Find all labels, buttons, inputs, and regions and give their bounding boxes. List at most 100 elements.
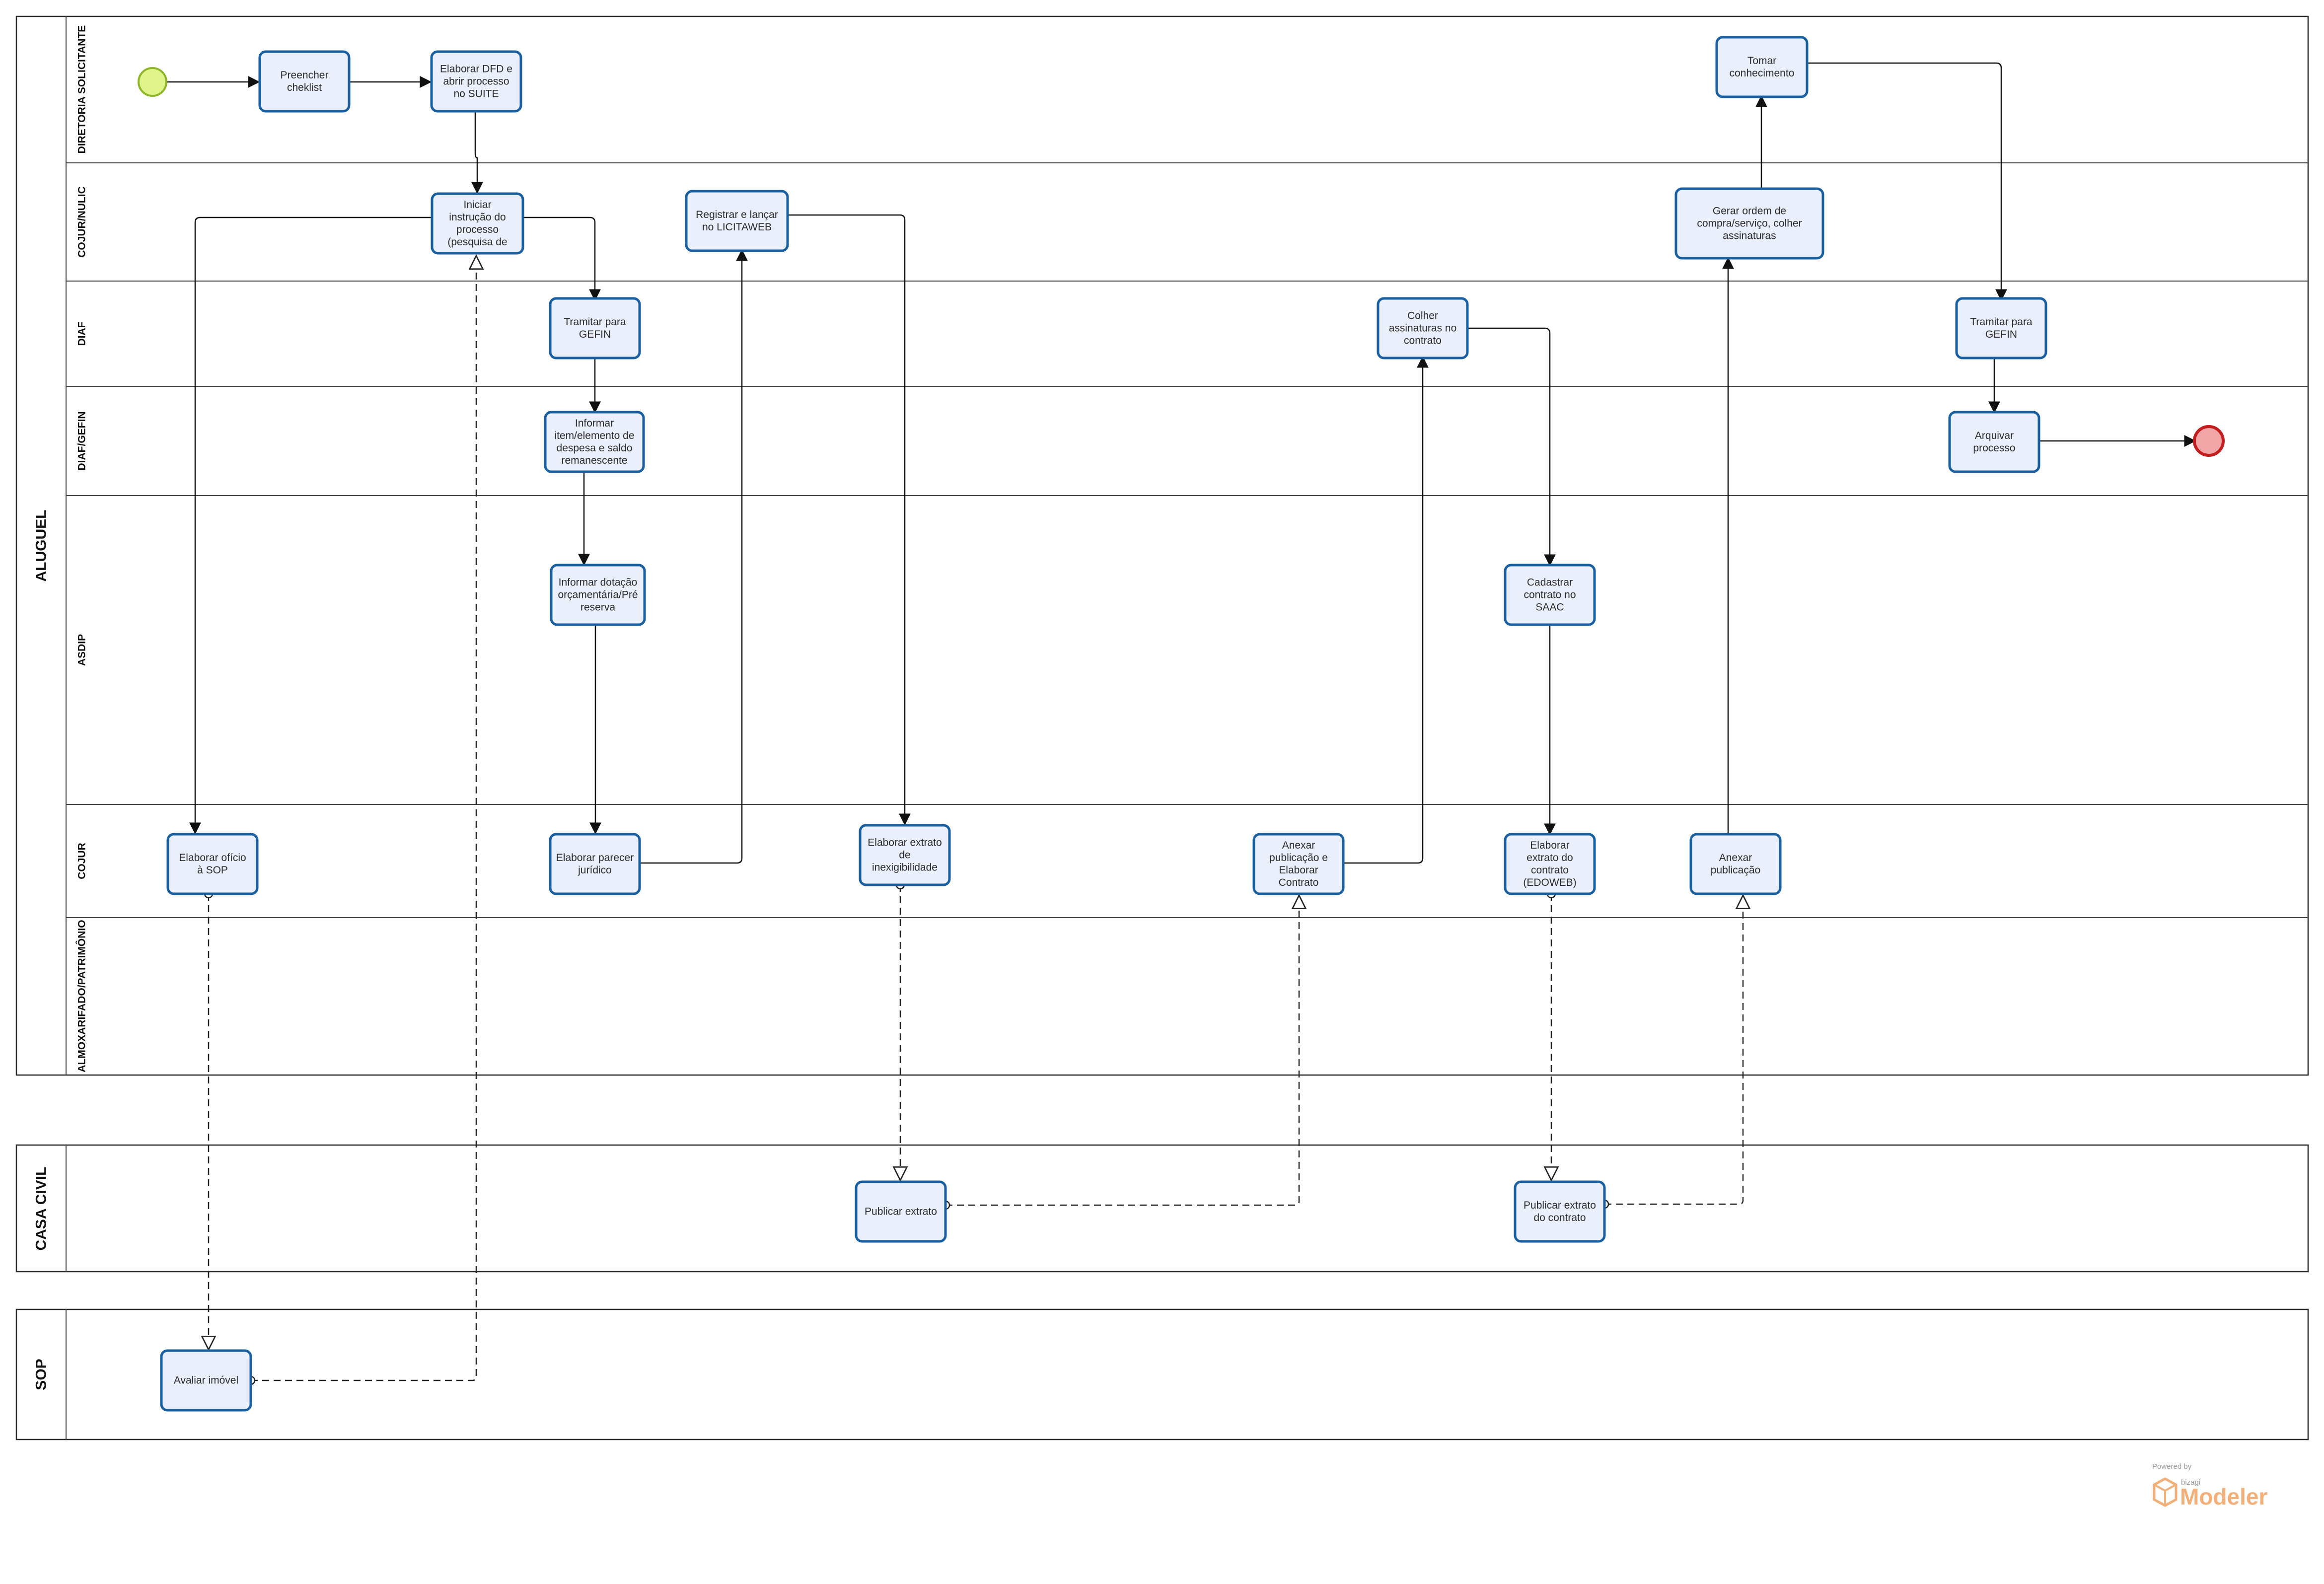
task-label-line: reserva — [581, 602, 615, 613]
task-label-line: assinaturas — [1723, 230, 1776, 242]
task-label-line: extrato do — [1526, 852, 1573, 864]
task-label-line: Publicar extrato — [1524, 1200, 1596, 1211]
message-flows — [205, 256, 1743, 1385]
task-label-line: Arquivar — [1975, 430, 2014, 441]
task-label-line: Gerar ordem de — [1713, 206, 1786, 217]
end-event[interactable] — [2193, 425, 2225, 457]
lane-label-cojur: COJUR — [76, 843, 88, 879]
task-label-line: Registrar e lançar — [696, 209, 778, 220]
watermark-powered-by: Powered by — [2152, 1462, 2192, 1471]
task-label-line: despesa e saldo — [557, 442, 633, 454]
task-label-line: processo — [1973, 442, 2015, 454]
pool-label-sop: SOP — [33, 1359, 50, 1390]
sequence-flows — [167, 62, 2196, 864]
task-label-line: à SOP — [197, 864, 228, 876]
lane-label-asdip: ASDIP — [76, 634, 88, 666]
task-label-line: Iniciar — [463, 199, 491, 211]
task-avaliar-imovel[interactable]: Avaliar imóvel — [160, 1349, 252, 1412]
task-label-line: processo — [456, 224, 499, 235]
task-label-line: SAAC — [1535, 602, 1564, 613]
lane-label-diaf-gefin: DIAF/GEFIN — [76, 412, 88, 471]
bizagi-logo-icon — [2153, 1477, 2178, 1507]
lane-label-cojur-nulic: COJUR/NULIC — [76, 186, 88, 258]
flow-parecer-to-registrar — [640, 249, 748, 864]
task-label-line: contrato — [1531, 864, 1569, 876]
task-label-line: publicação e — [1269, 852, 1328, 864]
flow-elaborar-dfd-to-iniciar — [471, 111, 483, 194]
lane-labels: DIRETORIA SOLICITANTE COJUR/NULIC DIAF D… — [76, 25, 88, 1073]
start-event[interactable] — [138, 67, 167, 97]
task-publicar-extrato[interactable]: Publicar extrato — [855, 1180, 947, 1243]
task-label-line: no LICITAWEB — [702, 221, 772, 233]
watermark-brand-small: bizagi — [2181, 1478, 2200, 1487]
pool-casa-civil: CASA CIVIL — [15, 1144, 2309, 1273]
task-label-line: contrato — [1404, 335, 1442, 347]
task-label-line: cheklist — [287, 82, 322, 93]
task-label-line: Colher — [1407, 310, 1438, 322]
task-label-line: Elaborar parecer — [556, 852, 634, 864]
task-label-line: Anexar — [1282, 840, 1315, 851]
task-label-line: GEFIN — [1985, 329, 2017, 340]
task-label-line: Elaborar — [1279, 864, 1318, 876]
task-label-line: (EDOWEB) — [1523, 877, 1576, 888]
msg-publicar-contrato-to-anexar-pub — [1604, 895, 1743, 1205]
task-label-line: Cadastrar — [1527, 577, 1573, 588]
task-label-line: orçamentária/Pré — [558, 589, 638, 601]
pool-label-casa-civil: CASA CIVIL — [33, 1167, 50, 1251]
task-label-line: Informar — [575, 418, 614, 429]
task-label-line: conhecimento — [1730, 68, 1795, 79]
task-label-line: contrato no — [1524, 589, 1576, 601]
msg-avaliar-to-iniciar — [251, 256, 476, 1381]
flow-iniciar-to-oficio — [189, 216, 432, 835]
task-label-line: de — [899, 850, 910, 861]
task-label-line: Informar dotação — [559, 577, 638, 588]
task-label-line: do contrato — [1533, 1212, 1586, 1224]
task-label-line: Elaborar ofício — [179, 852, 246, 864]
flow-iniciar-to-tramitar1 — [523, 216, 601, 301]
task-label-line: Elaborar extrato — [868, 837, 942, 849]
task-label-line: Tramitar para — [1970, 316, 2033, 328]
task-label-line: no SUITE — [453, 88, 499, 100]
watermark-brand: Modeler — [2180, 1484, 2267, 1510]
flow-anexar-contrato-to-colher — [1343, 356, 1429, 864]
task-label: Publicar extrato — [865, 1206, 937, 1218]
task-label-line: Elaborar DFD e — [440, 64, 512, 75]
task-label-line: assinaturas no — [1389, 323, 1457, 334]
pool-sop: SOP — [15, 1308, 2309, 1440]
task-label-line: Avaliar imóvel — [174, 1375, 238, 1386]
task-label-line: Tomar — [1747, 55, 1776, 67]
